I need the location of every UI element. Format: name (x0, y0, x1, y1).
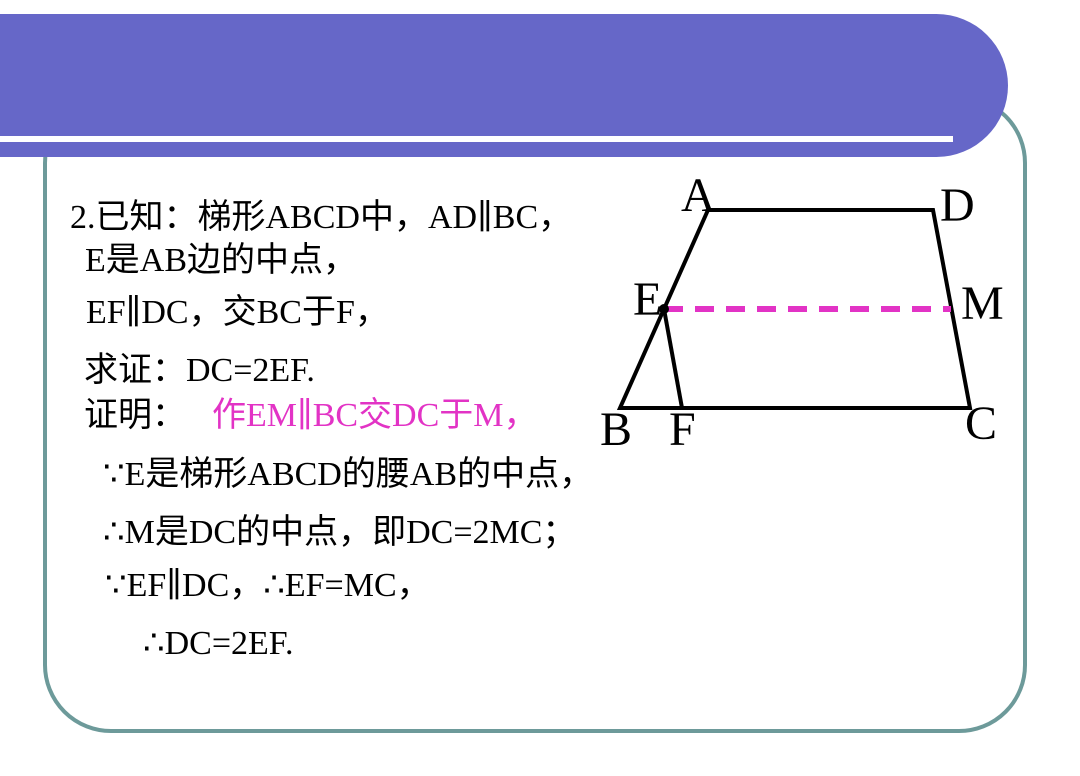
proof-step-1: ∵E是梯形ABCD的腰AB的中点， (103, 456, 594, 493)
proof-step-2: ∴M是DC的中点，即DC=2MC； (103, 514, 577, 551)
vertex-label-b: B (600, 403, 633, 456)
geometry-figure (616, 208, 973, 410)
vertex-label-f: F (669, 403, 696, 456)
header-bar (0, 14, 1008, 157)
segment-ef (662, 308, 684, 409)
vertex-label-d: D (940, 179, 975, 232)
construction-text: 作EM∥BC交DC于M， (212, 397, 538, 434)
prove-goal-line: 求证：DC=2EF. (84, 352, 315, 389)
vertex-label-c: C (965, 397, 998, 450)
header-underline (0, 136, 953, 142)
vertex-label-a: A (681, 169, 716, 222)
problem-given-line-2: E是AB边的中点， (85, 242, 357, 279)
vertex-label-m: M (961, 277, 1004, 330)
proof-conclusion: ∴DC=2EF. (143, 625, 294, 662)
vertex-label-e: E (633, 273, 663, 326)
proof-line: 证明： 作EM∥BC交DC于M， (84, 396, 538, 435)
problem-given-line-3: EF∥DC，交BC于F， (86, 294, 389, 331)
proof-label: 证明： (84, 397, 186, 434)
problem-given-line-1: 2.已知：梯形ABCD中，AD∥BC， (70, 199, 573, 236)
proof-step-3: ∵EF∥DC，∴EF=MC， (105, 567, 431, 604)
trapezoid-outline (616, 208, 973, 410)
point-e-dot (659, 304, 669, 314)
